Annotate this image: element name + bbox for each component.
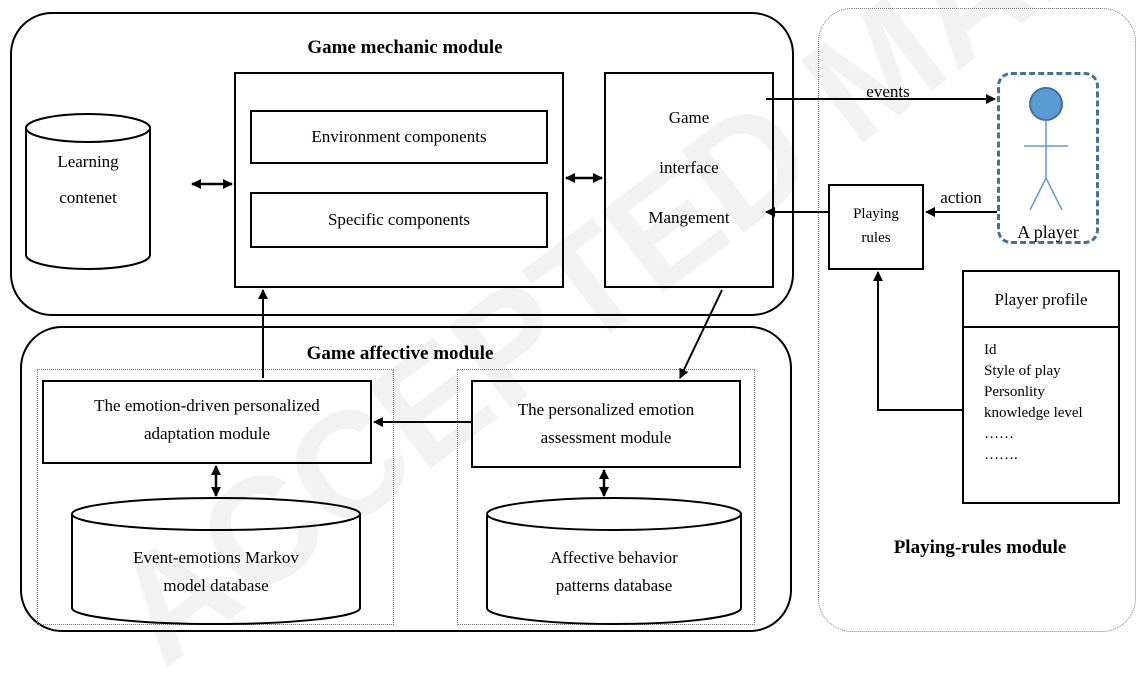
adaptation-label-1: The emotion-driven personalized: [94, 396, 320, 415]
player-profile-title: Player profile: [994, 290, 1088, 309]
arrows-layer: [191, 94, 997, 497]
player-label: A player: [1017, 222, 1079, 242]
interface-label-3: Mangement: [648, 208, 730, 227]
game-mechanic-module: [10, 12, 794, 316]
player-box: [997, 72, 1099, 244]
adaptation-module-box: [42, 380, 372, 464]
components-container: [234, 72, 564, 288]
game-interface-management-box: [604, 72, 774, 288]
patterns-db-cylinder: [486, 497, 742, 625]
player-profile-items: Id Style of play Personlity knowledge le…: [984, 340, 1118, 466]
interface-assessment-arrow: [679, 289, 723, 379]
action-label: action: [940, 188, 982, 207]
game-affective-module: [20, 326, 792, 632]
playing-rules-box: [828, 184, 924, 270]
assessment-label-1: The personalized emotion: [517, 400, 695, 419]
player-figure: [1024, 87, 1068, 211]
playing-rules-label-2: rules: [861, 230, 891, 246]
assessment-label-2: assessment module: [540, 428, 672, 447]
markov-db-label-2: model database: [163, 576, 269, 595]
patterns-db-label-2: patterns database: [555, 576, 673, 595]
cylinders-layer: [25, 113, 742, 625]
patterns-db-label-1: Affective behavior: [550, 548, 678, 567]
markov-db-cylinder: [71, 497, 361, 625]
player-profile-box: [962, 270, 1120, 504]
assessment-module-box: [471, 380, 741, 468]
markov-db-label-1: Event-emotions Markov: [133, 548, 299, 567]
playing-rules-label-1: Playing: [853, 206, 899, 222]
learning-content-label-1: Learning: [57, 152, 119, 171]
game-mechanic-module-title: Game mechanic module: [307, 37, 503, 58]
game-affective-module-title: Game affective module: [306, 343, 494, 364]
specific-components-box: Specific components: [250, 192, 548, 248]
playing-rules-module: [818, 8, 1136, 632]
player-profile-divider: [962, 326, 1120, 328]
events-label: events: [866, 82, 910, 101]
environment-components-label: Environment components: [311, 127, 487, 146]
interface-label-1: Game: [668, 108, 710, 127]
playing-rules-module-title: Playing-rules module: [893, 537, 1067, 558]
interface-label-2: interface: [659, 158, 719, 177]
specific-components-label: Specific components: [327, 210, 471, 229]
profile-item: Id: [984, 342, 997, 358]
environment-components-box: Environment components: [250, 110, 548, 164]
profile-rules-arrow: [873, 271, 962, 411]
adaptation-label-2: adaptation module: [143, 424, 271, 443]
profile-item: Style of play: [984, 363, 1061, 379]
profile-item: Personlity: [984, 384, 1045, 400]
profile-item: ……: [984, 426, 1014, 442]
profile-item: knowledge level: [984, 405, 1083, 421]
architecture-diagram: Game mechanic module Game affective modu…: [10, 0, 1138, 696]
learning-content-cylinder: [25, 113, 151, 270]
learning-content-label-2: contenet: [59, 188, 117, 207]
profile-item: …….: [984, 447, 1018, 463]
